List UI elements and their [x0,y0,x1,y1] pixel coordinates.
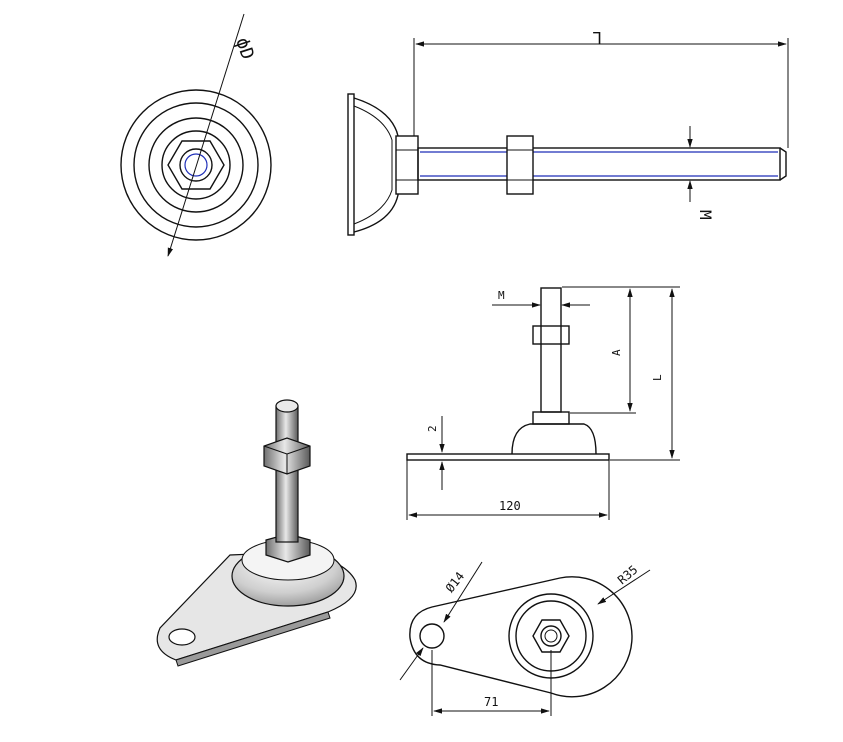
base-circle-outer [120,89,272,241]
isometric-view [156,399,357,667]
diameter-leader [167,13,245,257]
stud-front [540,287,562,413]
label-two: 2 [426,425,439,432]
stud-thread-end [184,153,208,177]
base-circle-2 [133,102,259,228]
hex-nut-plan [532,619,570,653]
label-m-front: M [498,289,505,302]
plan-view: Ø14 R35 71 [399,561,651,716]
side-view: L M [347,28,789,236]
label-l-top: L [592,28,602,47]
mount-hole-3d [168,628,196,646]
label-radius-35: R35 [615,563,641,588]
threaded-stud-side [417,147,781,181]
base-plate-side [347,93,355,236]
label-m-top: M [696,210,715,220]
base-plate-plan [409,576,633,698]
label-120: 120 [499,499,521,513]
label-71: 71 [484,695,498,709]
hex-nut-side-2 [506,135,534,195]
stud-plan [540,625,562,647]
nut-front-upper [532,325,570,345]
label-a: A [610,349,623,356]
label-phi-d: ϕD [231,35,258,62]
hex-nut-end [167,140,225,190]
base-circle-3 [148,117,244,213]
leader-radius-35 [597,569,651,605]
dome-front [511,423,597,455]
front-view: M A L 2 120 [406,286,680,520]
mount-hole-plan [419,623,445,649]
hex-nut-side-1 [395,135,419,195]
label-l-front: L [651,374,664,381]
nut-ring [179,148,213,182]
nut-front-lower [532,411,570,425]
leader-hole-14 [399,647,424,681]
base-plate-front [406,453,610,461]
base-circle-4 [161,130,231,200]
end-view: ϕD [120,13,272,257]
